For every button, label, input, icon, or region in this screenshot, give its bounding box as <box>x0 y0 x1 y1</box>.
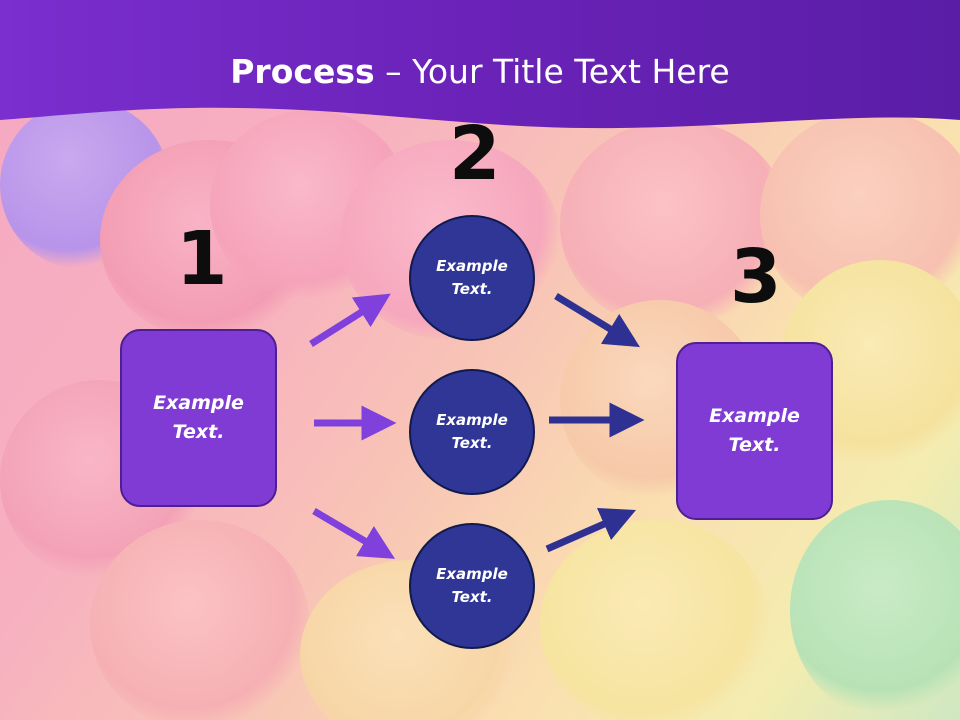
bg-bubble <box>790 500 960 720</box>
title-bold: Process <box>230 52 375 91</box>
step-number-3: 3 <box>730 234 782 320</box>
arrow-down-right <box>554 293 640 348</box>
step-number-1: 1 <box>176 216 228 302</box>
bg-bubble <box>540 520 770 720</box>
title-rest: – Your Title Text Here <box>374 52 730 91</box>
arrow-up-right <box>545 507 637 553</box>
step-2-circle-top: Example Text. <box>409 215 535 341</box>
arrow-down-left <box>312 507 396 559</box>
step-2-circle-middle: Example Text. <box>409 369 535 495</box>
bg-bubble <box>90 520 310 720</box>
header-banner <box>0 0 960 129</box>
arrow-up-left <box>309 293 391 347</box>
slide-title: Process – Your Title Text Here <box>0 52 960 91</box>
step-3-box: Example Text. <box>676 342 833 520</box>
step-1-box: Example Text. <box>120 329 277 507</box>
step-number-2: 2 <box>449 111 501 197</box>
step-2-circle-bottom: Example Text. <box>409 523 535 649</box>
bg-bubble <box>560 120 790 330</box>
